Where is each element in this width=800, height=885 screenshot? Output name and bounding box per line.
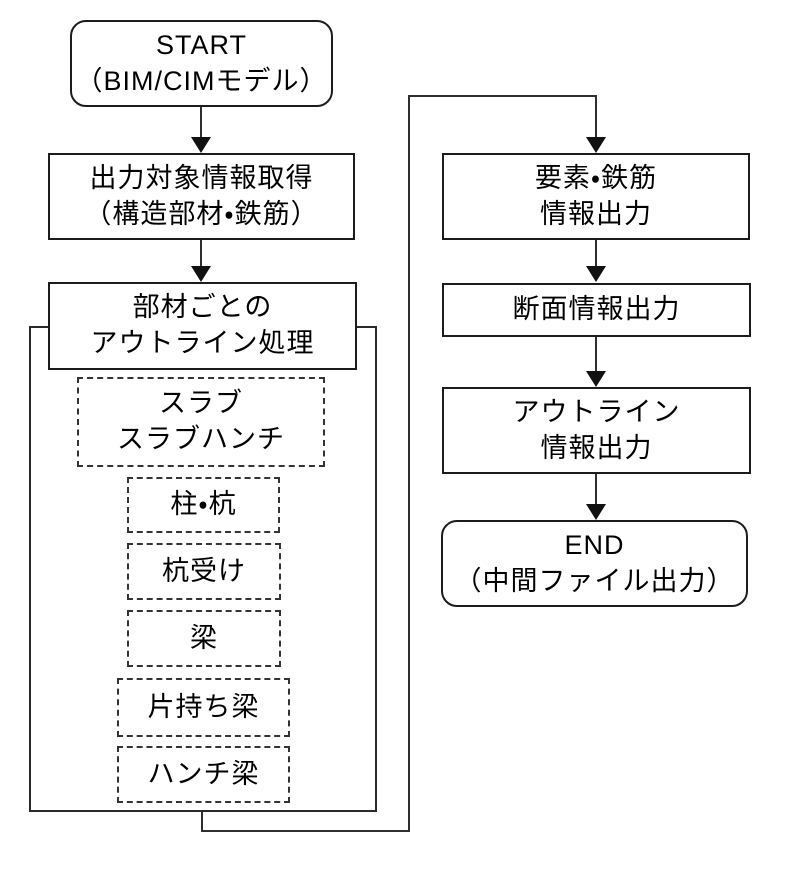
arrow-down-icon (191, 266, 211, 282)
arrow-down-icon (586, 137, 606, 153)
arrow-down-icon (586, 371, 606, 387)
arrow-down-icon (586, 504, 606, 520)
node-end: END （中間ファイル出力） (441, 520, 748, 607)
edge-start-acquire (200, 107, 202, 139)
node-outline-process: 部材ごとの アウトライン処理 (48, 282, 357, 370)
node-member-beam: 梁 (127, 610, 281, 667)
node-outline-output: アウトライン 情報出力 (442, 387, 751, 474)
node-member-haunch-beam: ハンチ梁 (117, 746, 290, 803)
connector-line-segment (201, 830, 410, 832)
edge-acquire-outline (200, 240, 202, 268)
node-element-rebar-output: 要素・鉄筋 情報出力 (442, 153, 750, 240)
node-section-output: 断面情報出力 (442, 283, 751, 337)
edge-section-outline (595, 337, 597, 373)
connector-line-segment (595, 95, 597, 137)
edge-outline-end (595, 474, 597, 506)
node-start: START （BIM/CIMモデル） (70, 20, 333, 107)
node-member-slab: スラブ スラブハンチ (77, 377, 325, 467)
connector-line-segment (201, 812, 203, 832)
node-member-cantilever-beam: 片持ち梁 (117, 678, 290, 737)
node-acquire-info: 出力対象情報取得 （構造部材・鉄筋） (48, 153, 355, 240)
node-member-pillar-pile: 柱・杭 (127, 477, 280, 533)
arrow-down-icon (191, 137, 211, 153)
node-member-pile-support: 杭受け (127, 543, 281, 600)
edge-element-section (595, 240, 597, 268)
connector-line-segment (408, 95, 597, 97)
connector-line-segment (408, 95, 410, 832)
arrow-down-icon (586, 266, 606, 282)
